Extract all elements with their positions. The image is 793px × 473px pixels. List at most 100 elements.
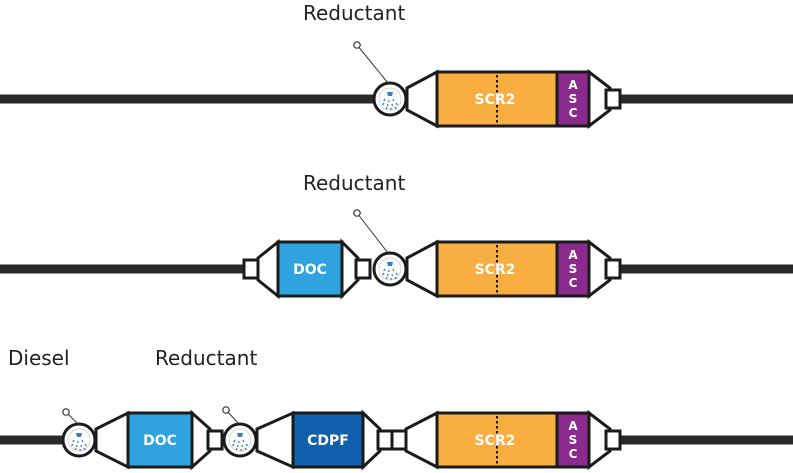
reductant-injector-1 xyxy=(372,81,408,117)
flange-connector xyxy=(206,429,224,451)
asc-label: ASC xyxy=(568,248,578,290)
spray-drop xyxy=(233,439,236,443)
spray-drop xyxy=(395,272,399,276)
spray-drop xyxy=(391,103,394,107)
cone-inlet xyxy=(404,410,439,470)
flange-connector xyxy=(376,429,394,451)
reductant-label: Reductant xyxy=(155,346,257,370)
spray-drop xyxy=(386,103,389,107)
flange-connector xyxy=(390,429,408,451)
nozzle-head xyxy=(237,433,243,437)
leader-dot xyxy=(222,406,230,414)
doc-label: DOC xyxy=(293,262,327,278)
cone-outlet xyxy=(587,68,612,130)
doc-label: DOC xyxy=(143,433,177,449)
spray-drop xyxy=(383,268,386,272)
spray-drop xyxy=(81,439,84,443)
cdpf-block xyxy=(291,411,365,469)
diesel-injector xyxy=(61,422,97,458)
spray-nozzle-icon xyxy=(70,433,88,452)
cone-inlet xyxy=(405,69,439,129)
spray-drop xyxy=(235,447,238,451)
cone-outlet xyxy=(587,409,612,471)
scr-label: SCR2 xyxy=(475,262,516,278)
spray-drop xyxy=(394,276,397,280)
spray-drop xyxy=(244,447,247,451)
asc-letter: A xyxy=(568,248,578,262)
asc-letter: S xyxy=(569,262,578,276)
spray-drop xyxy=(242,439,245,443)
spray-drop xyxy=(383,98,386,102)
spray-drop xyxy=(245,443,249,447)
reductant-label: Reductant xyxy=(303,171,405,195)
spray-drop xyxy=(391,273,394,277)
leader-line xyxy=(356,44,389,84)
injector-ring xyxy=(378,257,402,281)
reductant-label: Reductant xyxy=(303,1,405,25)
injector-ring xyxy=(378,87,402,111)
spray-drop xyxy=(394,106,397,110)
nozzle-head xyxy=(76,433,82,437)
asc-letter: S xyxy=(569,433,578,447)
nozzle-head xyxy=(387,262,393,266)
cone-outlet xyxy=(361,409,382,471)
flange-connector xyxy=(604,88,622,110)
reductant-injector-2 xyxy=(372,251,408,287)
asc-label: ASC xyxy=(568,78,578,120)
spray-nozzle-icon xyxy=(381,262,399,281)
spray-drop xyxy=(385,106,388,110)
cone-inlet xyxy=(256,238,280,300)
spray-drop xyxy=(385,276,388,280)
doc-block xyxy=(126,411,194,469)
asc-letter: A xyxy=(568,419,578,433)
row-3: DOC CDPF SCR2 ASC Diesel Reductant xyxy=(0,346,793,471)
spray-drop xyxy=(241,444,244,448)
injector-ring xyxy=(67,428,91,452)
spray-nozzle-icon xyxy=(381,92,399,111)
row-2: DOC SCR2 ASC Reductant xyxy=(0,171,793,300)
nozzle-head xyxy=(387,92,393,96)
cone-inlet xyxy=(405,239,439,299)
cone-inlet xyxy=(255,410,295,470)
scr-label: SCR2 xyxy=(475,433,516,449)
asc-letter: C xyxy=(569,447,578,461)
spray-drop xyxy=(72,439,75,443)
row-1: SCR2 ASC Reductant xyxy=(0,1,793,130)
spray-drop xyxy=(392,268,395,272)
asc-letter: C xyxy=(569,106,578,120)
leader-line xyxy=(356,212,389,254)
reductant-injector-3 xyxy=(222,422,258,458)
cone-outlet xyxy=(190,409,212,471)
leader-dot xyxy=(62,408,70,416)
spray-drop xyxy=(231,443,235,447)
asc-letter: C xyxy=(569,276,578,290)
spray-drop xyxy=(83,447,86,451)
spray-drop xyxy=(74,447,77,451)
cone-inlet xyxy=(94,410,130,470)
flange-connector xyxy=(604,258,622,280)
injector-ring xyxy=(228,428,252,452)
flange-connector xyxy=(242,258,260,280)
asc-label: ASC xyxy=(568,419,578,461)
spray-drop xyxy=(381,102,385,106)
leader-dot xyxy=(353,209,361,217)
spray-nozzle-icon xyxy=(231,433,249,452)
cdpf-label: CDPF xyxy=(307,433,349,449)
spray-drop xyxy=(84,443,88,447)
spray-drop xyxy=(70,443,74,447)
spray-drop xyxy=(392,98,395,102)
spray-drop xyxy=(75,444,78,448)
cone-outlet xyxy=(587,238,612,300)
leader-dot xyxy=(353,41,361,49)
cone-outlet xyxy=(340,238,360,300)
spray-drop xyxy=(236,444,239,448)
asc-letter: A xyxy=(568,78,578,92)
spray-drop xyxy=(381,272,385,276)
scr-label: SCR2 xyxy=(475,92,516,108)
spray-drop xyxy=(395,102,399,106)
diesel-label: Diesel xyxy=(8,346,70,370)
spray-drop xyxy=(386,273,389,277)
flange-connector xyxy=(354,258,372,280)
